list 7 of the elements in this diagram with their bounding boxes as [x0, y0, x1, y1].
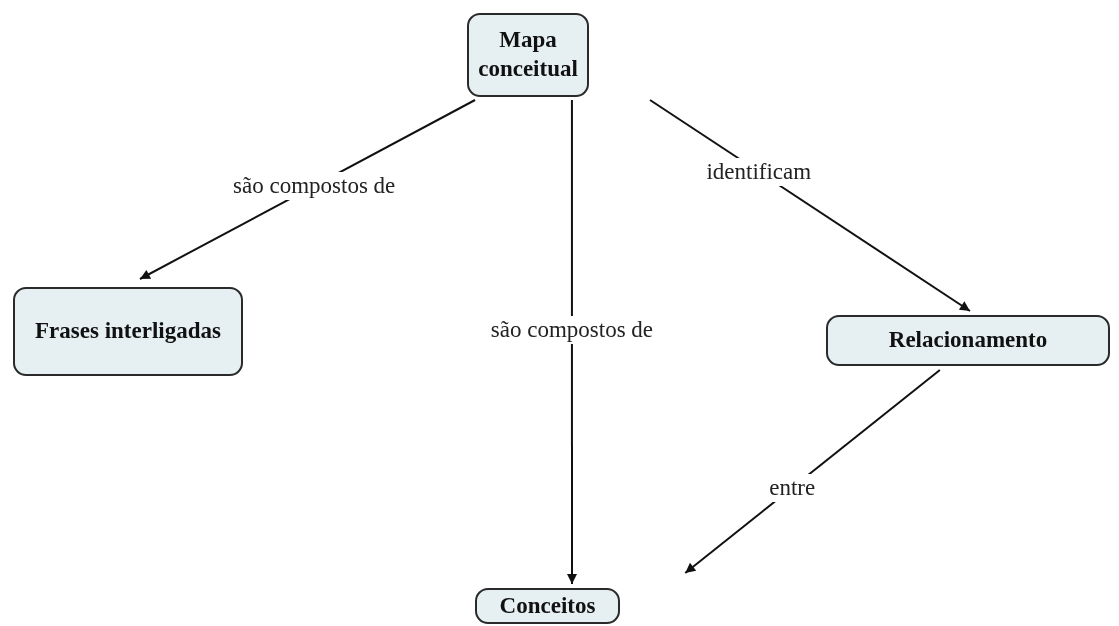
concept-box: Mapa conceitual	[467, 13, 589, 97]
arrow	[649, 99, 971, 312]
concept-box: Conceitos	[475, 588, 620, 624]
concept-box: Frases interligadas	[13, 287, 243, 376]
arrow	[684, 369, 941, 574]
concept-box: Relacionamento	[826, 315, 1110, 366]
arrow	[567, 99, 577, 585]
